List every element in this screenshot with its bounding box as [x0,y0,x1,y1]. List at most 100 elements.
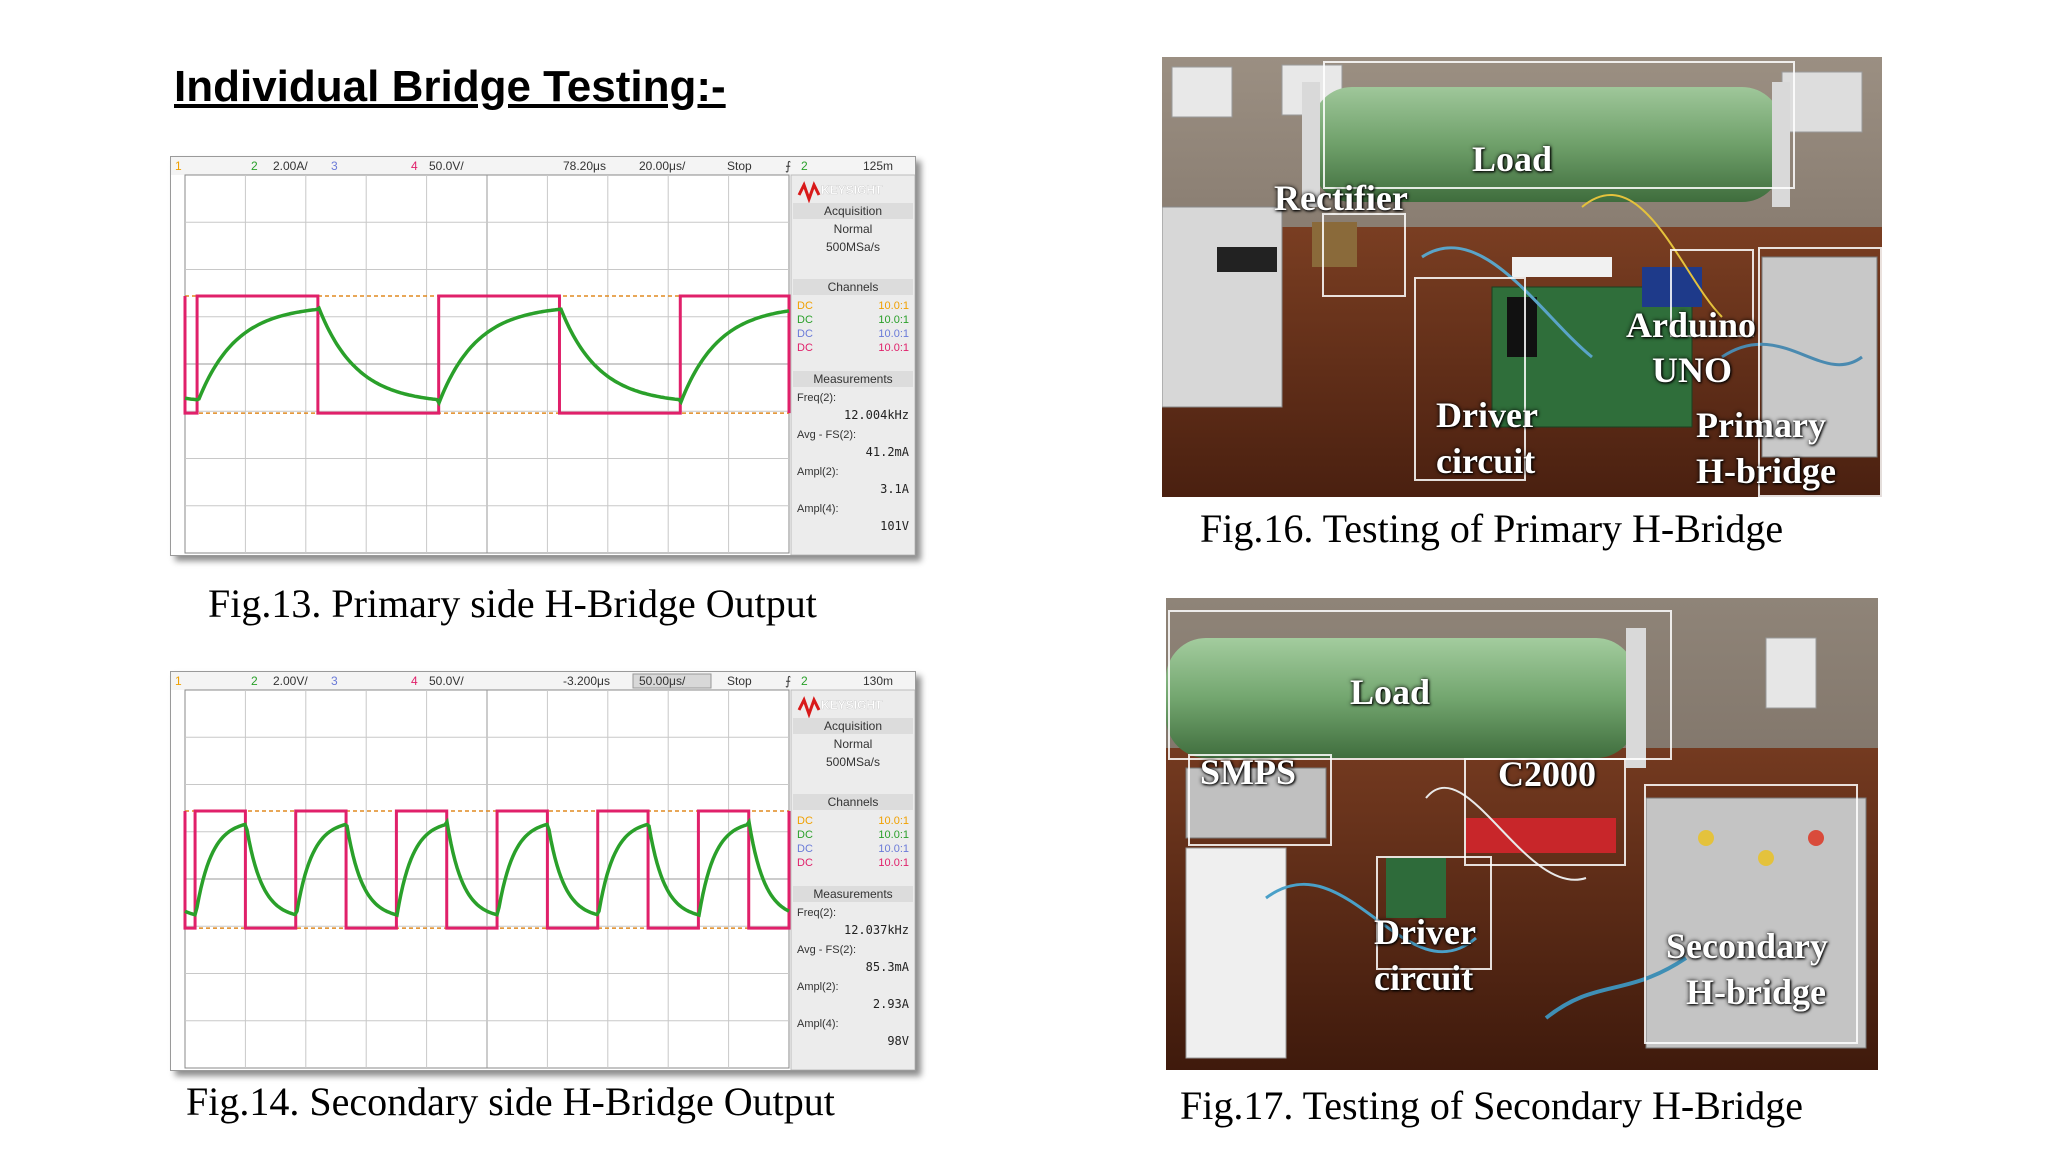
keysight-logo-icon [797,696,821,719]
measurement-label: Freq(2): [797,907,836,919]
photo2-illustration [1166,598,1878,1070]
scope1-ch3: 3 [331,159,338,173]
scope2-channels-title: Channels [828,795,879,809]
scope2-graticule [184,689,790,1069]
scope1-acq-rate: 500MSa/s [826,240,880,254]
driver-box [1376,856,1492,970]
caption-fig17: Fig.17. Testing of Secondary H-Bridge [1180,1083,1804,1128]
scope1-acq-title: Acquisition [824,204,882,218]
label-smps: SMPS [1200,752,1297,792]
measurement-value: 12.004kHz [844,408,909,422]
measurement-value: 12.037kHz [844,923,909,937]
oscilloscope-screenshot-secondary: 1 2 2.00V/ 3 4 50.0V/ -3.200μs 50.00μs/ … [170,671,916,1071]
measurement-label: Avg - FS(2): [797,429,856,441]
measurement-label: Avg - FS(2): [797,944,856,956]
label-arduino: Arduino [1626,305,1757,345]
scope1-state: Stop [727,159,752,173]
waveform-current [184,305,790,407]
measurement-value: 101V [880,519,909,533]
driver-box [1414,277,1526,481]
oscilloscope-screenshot-primary: 1 2 2.00A/ 3 4 50.0V/ 78.20μs 20.00μs/ S… [170,156,916,556]
caption-fig13: Fig.13. Primary side H-Bridge Output [208,581,817,626]
waveform-current [184,817,790,918]
scope2-ch4: 4 [411,674,418,688]
channel-probe: 10.0:1 [878,857,909,869]
label-circuit: circuit [1374,958,1474,998]
measurement-label: Ampl(4): [797,503,839,515]
label-h-bridge: H-bridge [1696,451,1836,491]
channel-probe: 10.0:1 [878,815,909,827]
caption-fig14: Fig.14. Secondary side H-Bridge Output [186,1079,835,1124]
channel-coupling: DC [797,843,813,855]
measurement-value: 2.93A [873,997,910,1011]
scope1-graticule [184,174,790,554]
scope2-meas-title: Measurements [813,887,892,901]
channel-probe: 10.0:1 [878,342,909,354]
arduino-box [1670,249,1754,337]
measurement-label: Freq(2): [797,392,836,404]
channel-coupling: DC [797,300,813,312]
scope1-meas-title: Measurements [813,372,892,386]
load-box [1168,610,1672,760]
scope2-acq-title: Acquisition [824,719,882,733]
scope2-acq-rate: 500MSa/s [826,755,880,769]
scope2-waveforms [183,809,791,930]
photo-secondary-test-setup: Load SMPS C2000 Driver circuit Secondary… [1166,598,1878,1070]
scope1-brand: KEYSIGHT [821,183,883,197]
measurement-label: Ampl(2): [797,981,839,993]
label-driver: Driver [1374,912,1476,952]
waveform-voltage [183,294,791,415]
label-h-bridge: H-bridge [1686,972,1826,1012]
scope1-acq-mode: Normal [834,222,873,236]
scope1-ch1: 1 [175,159,182,173]
scope-secondary-svg: 1 2 2.00V/ 3 4 50.0V/ -3.200μs 50.00μs/ … [171,672,915,1070]
load-box [1323,61,1795,189]
channel-coupling: DC [797,314,813,326]
c2000-box [1464,758,1626,866]
label-driver: Driver [1436,395,1538,435]
scope2-state: Stop [727,674,752,688]
channel-probe: 10.0:1 [878,314,909,326]
scope2-ch1: 1 [175,674,182,688]
scope2-trigger-ch: 2 [801,674,808,688]
channel-coupling: DC [797,829,813,841]
measurement-value: 85.3mA [866,960,910,974]
label-load: Load [1472,139,1553,179]
channel-probe: 10.0:1 [878,300,909,312]
scope1-ch2: 2 [251,159,258,173]
scope2-ch4-scale: 50.0V/ [429,674,464,688]
scope2-ch3: 3 [331,674,338,688]
photo1-illustration [1162,57,1882,497]
measurement-label: Ampl(4): [797,1018,839,1030]
scope2-trigger-icon: ⨍ [785,674,791,688]
scope1-channels-title: Channels [828,280,879,294]
rectifier-box [1322,213,1406,297]
channel-probe: 10.0:1 [878,843,909,855]
secondary-bridge-box [1644,784,1858,1044]
measurement-value: 41.2mA [866,445,910,459]
scope1-trigger-ch: 2 [801,159,808,173]
scope2-brand: KEYSIGHT [821,698,883,712]
scope1-ch2-scale: 2.00A/ [273,159,308,173]
scope2-trigger-level: 130m [863,674,893,688]
scope1-waveforms [183,294,791,415]
label-uno: UNO [1652,350,1732,390]
scope2-ch2-scale: 2.00V/ [273,674,308,688]
scope1-ch4-scale: 50.0V/ [429,159,464,173]
measurement-value: 98V [887,1034,909,1048]
photo-primary-test-setup: Load Rectifier Arduino UNO Driver circui… [1162,57,1882,497]
caption-fig16: Fig.16. Testing of Primary H-Bridge [1200,506,1784,551]
scope2-ch2: 2 [251,674,258,688]
scope2-acq-mode: Normal [834,737,873,751]
channel-coupling: DC [797,342,813,354]
label-c2000: C2000 [1498,754,1596,794]
scope-primary-svg: 1 2 2.00A/ 3 4 50.0V/ 78.20μs 20.00μs/ S… [171,157,915,555]
primary-bridge-box [1758,247,1882,497]
scope2-timebase: 50.00μs/ [639,674,686,688]
smps-box [1188,754,1332,846]
scope1-trigger-level: 125m [863,159,893,173]
label-secondary: Secondary [1666,926,1828,966]
